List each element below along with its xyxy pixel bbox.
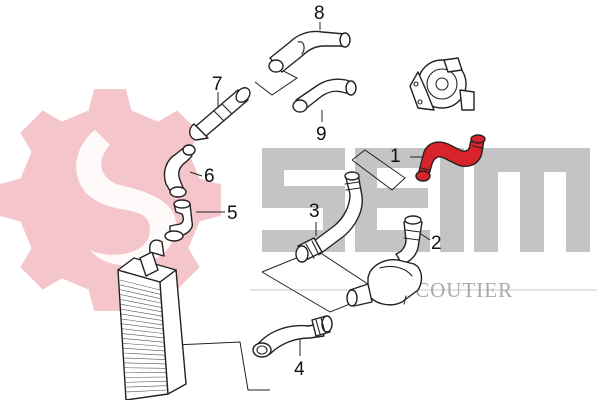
radiator-fin (120, 294, 161, 304)
radiator-fins (119, 279, 168, 393)
part-1-hose[interactable] (415, 134, 486, 182)
radiator-fin (123, 362, 166, 365)
radiator-fin (124, 385, 167, 388)
radiator-fin (122, 333, 164, 339)
part-9-hose[interactable] (292, 78, 357, 113)
radiator-fin (119, 279, 161, 291)
radiator-fin (123, 367, 166, 369)
radiator-fin (121, 304, 162, 312)
radiator-fin (124, 389, 168, 393)
turbo-icon[interactable] (409, 57, 475, 111)
callout-3: 3 (309, 201, 320, 222)
radiator-fin (122, 343, 165, 347)
radiator-fin (120, 289, 161, 299)
callout-8: 8 (314, 3, 325, 24)
callout-labels: 1 2 3 4 5 6 7 8 9 (204, 3, 442, 380)
callout-4: 4 (294, 359, 305, 380)
callout-1: 1 (390, 146, 401, 167)
callout-9: 9 (316, 124, 327, 145)
radiator-icon[interactable] (117, 239, 187, 400)
callout-6: 6 (204, 166, 215, 187)
part-5-hose[interactable] (164, 199, 194, 242)
radiator-fin (120, 299, 162, 308)
brand-line: MGI COUTIER (250, 278, 597, 302)
radiator-fin (122, 328, 164, 334)
callout-5: 5 (227, 203, 238, 224)
gear-swoosh (76, 130, 177, 266)
gear-logo-icon (0, 89, 221, 311)
logo-letter-m (474, 148, 590, 252)
radiator-fin (121, 318, 163, 326)
radiator-fin (121, 308, 162, 317)
logo-letter-e (355, 148, 430, 252)
radiator-fin (120, 284, 161, 295)
radiator-fin (124, 381, 167, 383)
part-7-pipe[interactable] (189, 85, 253, 141)
part-6-hose[interactable] (163, 144, 196, 198)
radiator-fin (122, 338, 164, 343)
housing-icon[interactable] (346, 259, 423, 307)
part-4-hose[interactable] (252, 315, 333, 358)
part-3-hose[interactable] (295, 171, 363, 263)
radiator-fin (123, 357, 165, 360)
part-8-pipe[interactable] (268, 30, 351, 73)
radiator-fin (122, 347, 165, 352)
callout-2: 2 (431, 233, 442, 254)
logo-letter-s (262, 148, 345, 252)
seim-logo (262, 148, 590, 252)
callout-7: 7 (212, 74, 223, 95)
radiator-fin (121, 323, 163, 330)
radiator-fin (121, 313, 163, 321)
radiator-fin (123, 352, 165, 356)
